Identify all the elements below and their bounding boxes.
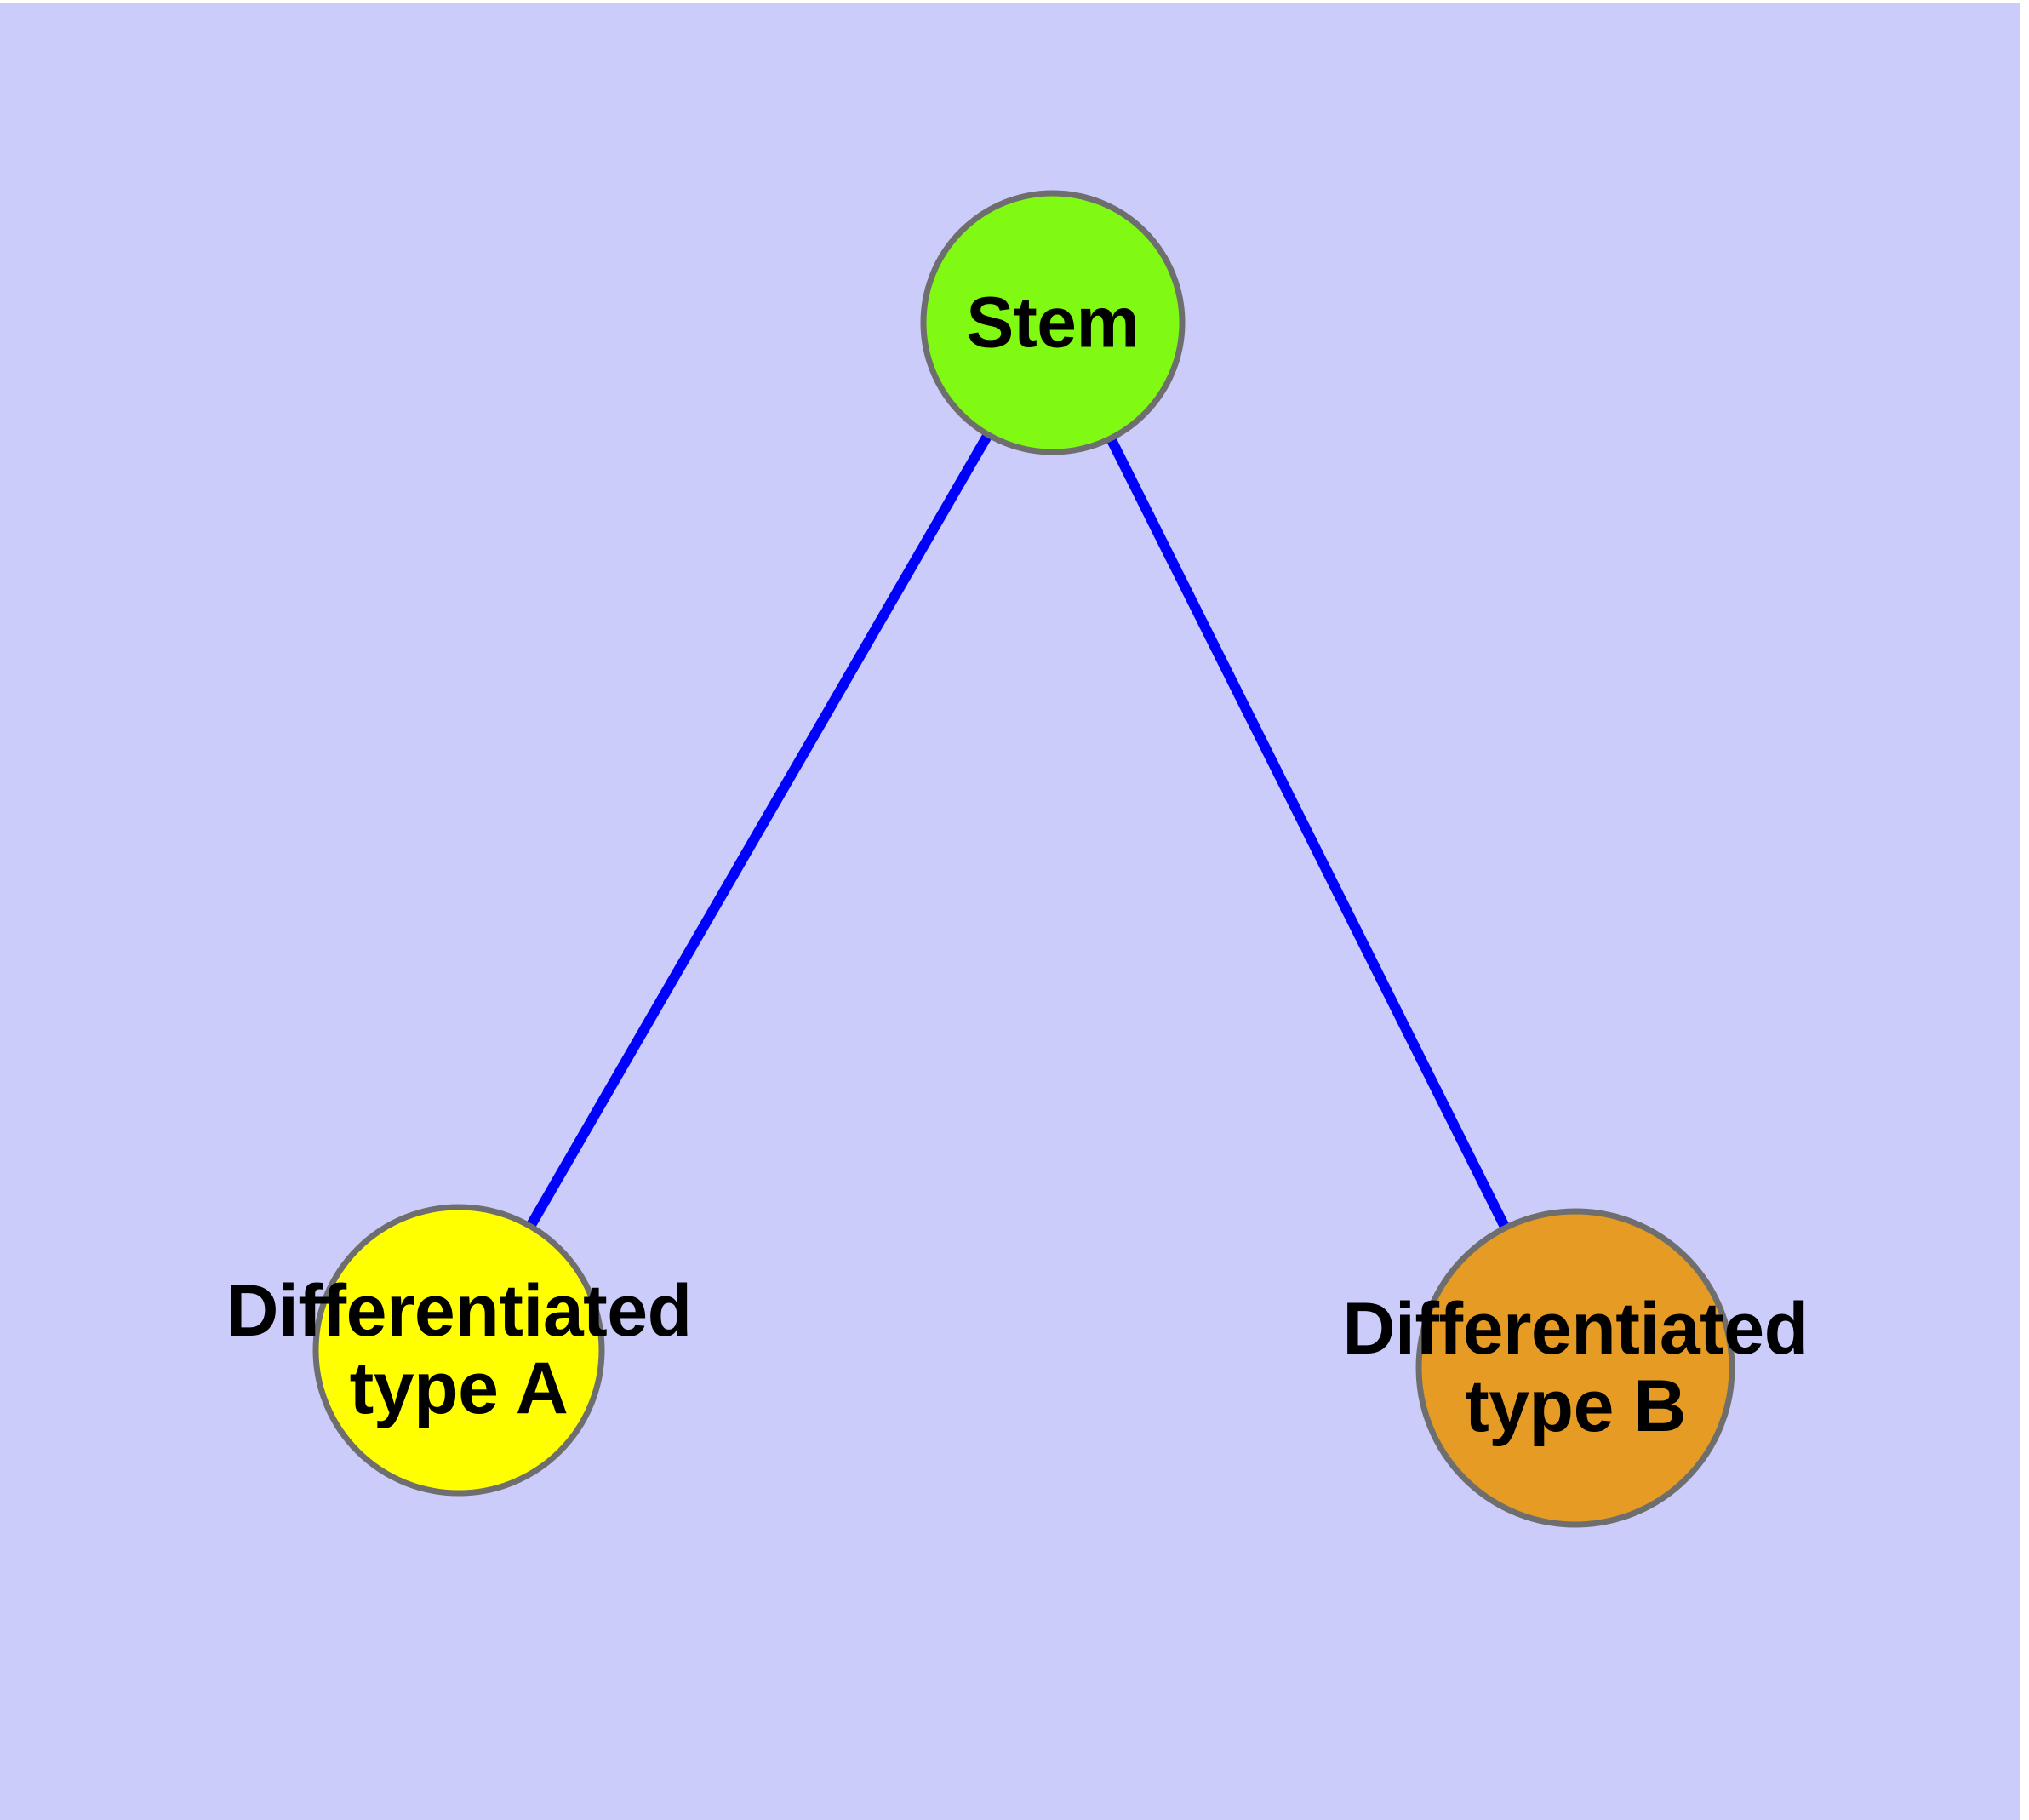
graph-svg bbox=[312, 190, 1735, 1528]
graph-node-diff-type-b[interactable] bbox=[1415, 1208, 1735, 1528]
graph-edge-stem-to-b[interactable] bbox=[1106, 438, 1510, 1229]
graph-node-stem[interactable] bbox=[920, 190, 1186, 455]
graph-node-diff-type-a[interactable] bbox=[312, 1204, 605, 1497]
node-layer bbox=[312, 190, 1735, 1528]
edge-layer bbox=[526, 433, 1510, 1229]
diagram-plot-area: Stem Differentiated type A Differentiate… bbox=[0, 3, 2020, 1820]
graph-edge-stem-to-a[interactable] bbox=[526, 433, 992, 1228]
